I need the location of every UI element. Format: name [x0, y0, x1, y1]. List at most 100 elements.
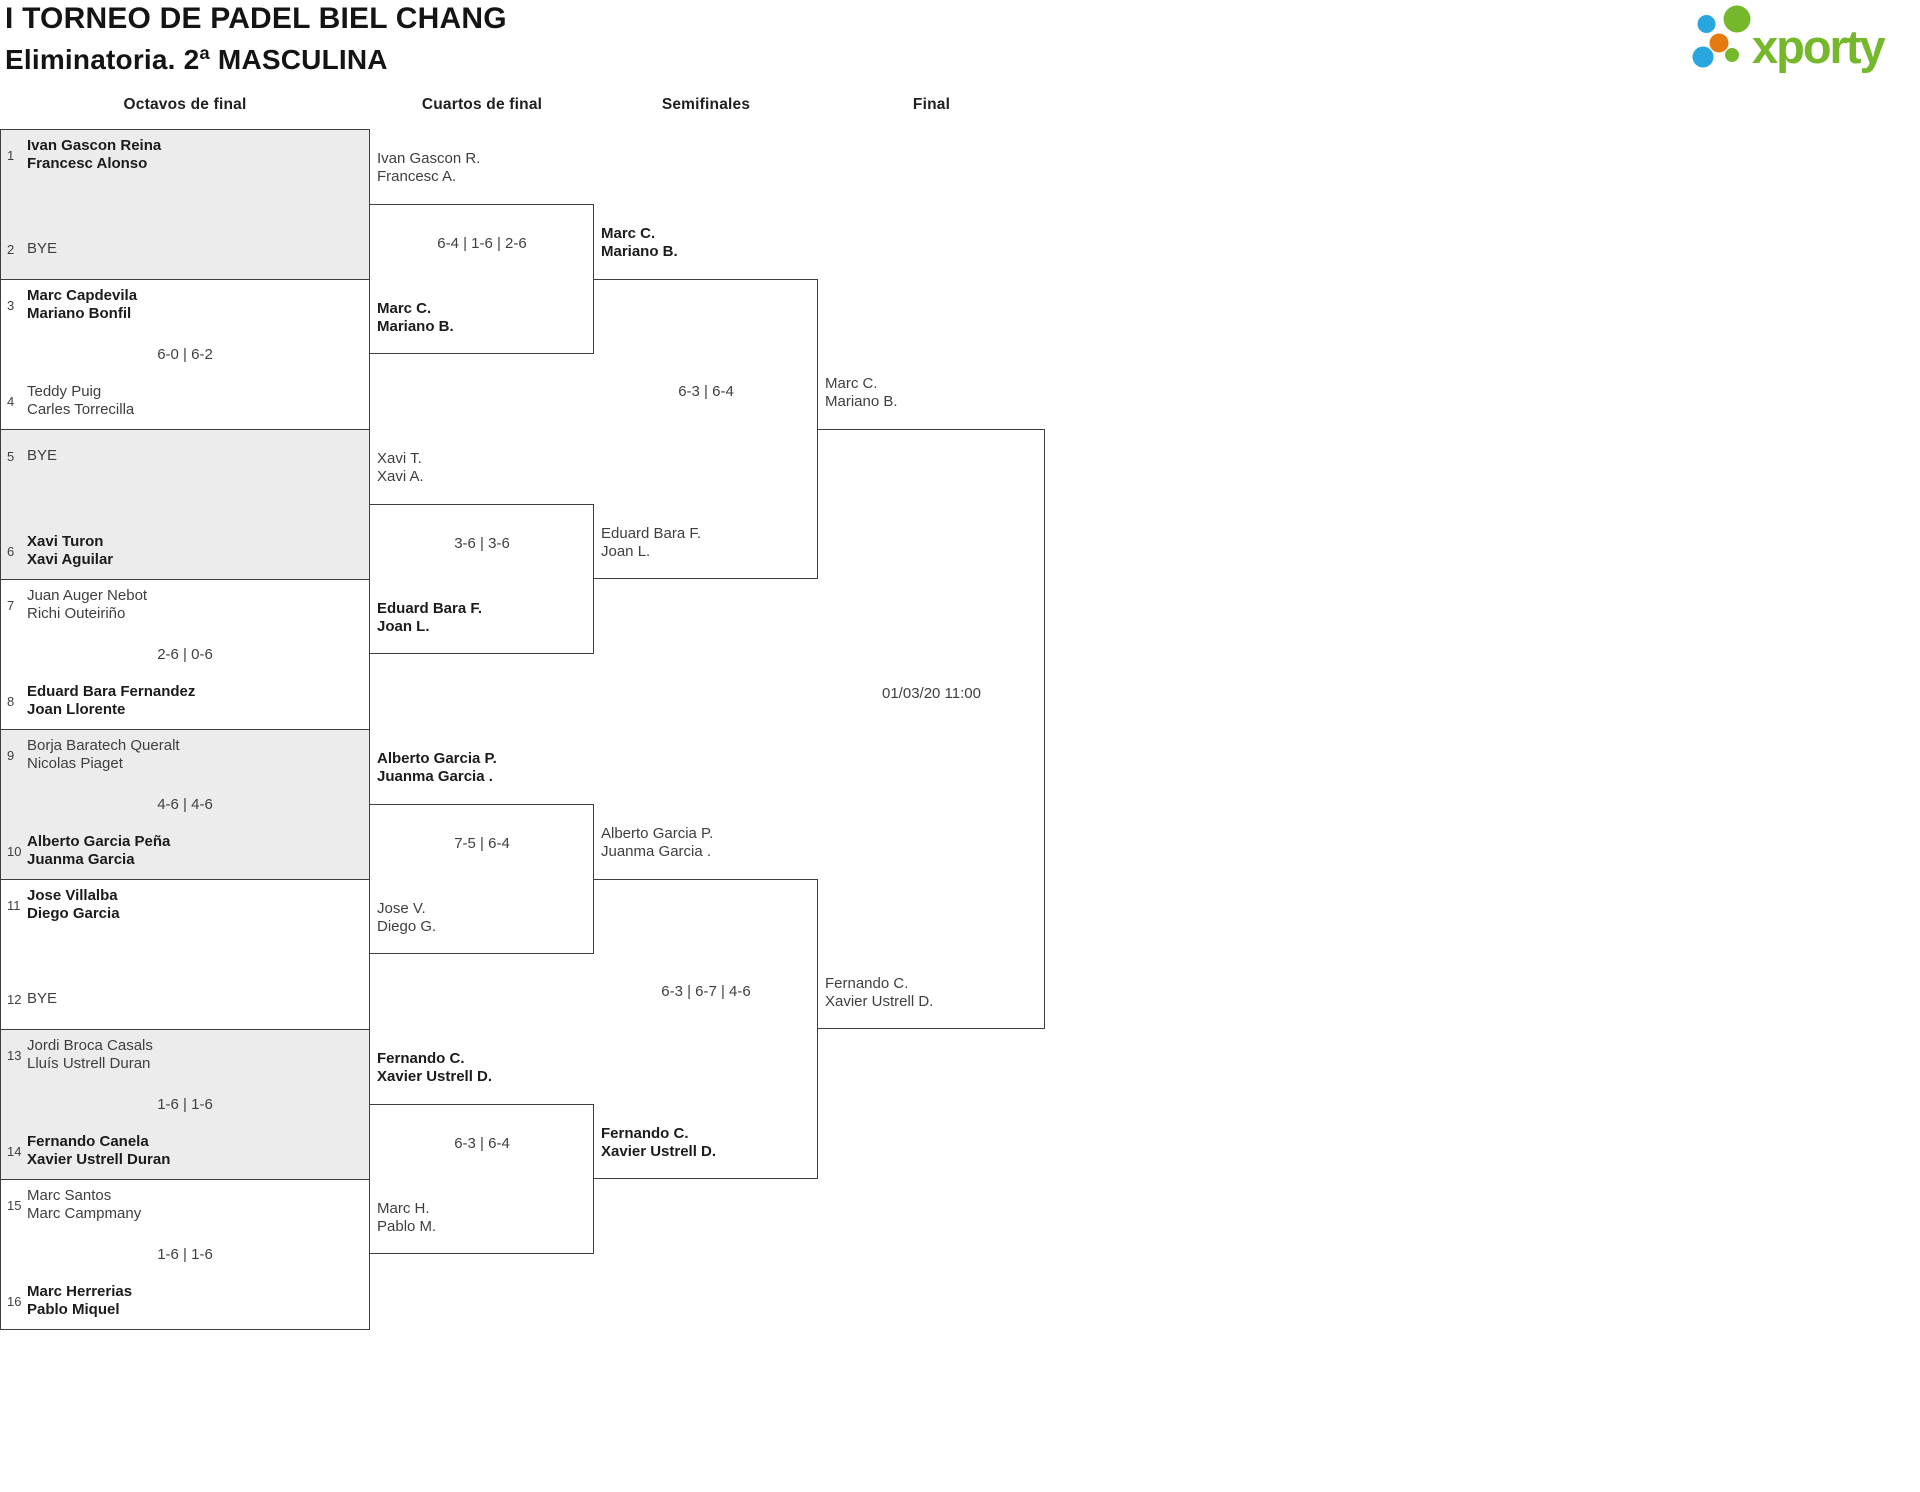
team-name-line: Jose V. — [377, 900, 426, 917]
team-name-line: Xavier Ustrell Duran — [27, 1151, 171, 1168]
seed-number: 11 — [7, 897, 21, 913]
sf1-connector — [594, 279, 818, 579]
seed-number: 6 — [7, 543, 15, 559]
team-name-line: Marc C. — [377, 300, 432, 317]
team-names: BYE — [27, 447, 365, 465]
xporty-logo[interactable]: xporty — [1690, 2, 1918, 82]
qf1-team1: Ivan Gascon R.Francesc A. — [377, 150, 591, 186]
sf2-connector — [594, 879, 818, 1179]
seed-number: 7 — [7, 597, 15, 613]
sf1-score: 6-3 | 6-4 — [678, 383, 734, 400]
seed-number: 14 — [7, 1143, 22, 1159]
team-name-line: Eduard Bara Fernandez — [27, 683, 196, 700]
seed-number: 10 — [7, 843, 22, 859]
team-name-line: Teddy Puig — [27, 383, 102, 400]
final-date: 01/03/20 11:00 — [882, 685, 981, 702]
team-name-line: Joan L. — [377, 618, 430, 635]
qf1-connector — [370, 204, 594, 354]
team-name-line: Mariano B. — [377, 318, 454, 335]
sf2-score: 6-3 | 6-7 | 4-6 — [661, 983, 751, 1000]
team-name-line: Marc C. — [825, 375, 878, 392]
column-header-cuartos: Cuartos de final — [421, 96, 543, 113]
team-name-line: Alberto Garcia Peña — [27, 833, 171, 850]
sf2-team2: Fernando C.Xavier Ustrell D. — [601, 1125, 815, 1161]
team-name-line: Alberto Garcia P. — [377, 750, 497, 767]
team-name-line: Alberto Garcia P. — [601, 825, 714, 842]
match-score: 2-6 | 0-6 — [157, 646, 213, 663]
team-name-line: Lluís Ustrell Duran — [27, 1055, 151, 1072]
team-name-line: Pablo Miquel — [27, 1301, 120, 1318]
column-header-final: Final — [912, 96, 951, 113]
team-name-line: Xavier Ustrell D. — [377, 1068, 493, 1085]
match-score: 1-6 | 1-6 — [157, 1246, 213, 1263]
team-name-line: Ivan Gascon R. — [377, 150, 481, 167]
xporty-logo-dots-icon — [1692, 5, 1751, 68]
column-header-semifinales: Semifinales — [661, 96, 751, 113]
team-entry: 2 BYE — [5, 240, 365, 258]
team-name-line: Carles Torrecilla — [27, 401, 135, 418]
team-name-line: Xavi Turon — [27, 533, 104, 550]
qf2-team2: Eduard Bara F.Joan L. — [377, 600, 591, 636]
team-name-line: Marc H. — [377, 1200, 430, 1217]
qf3-team1: Alberto Garcia P.Juanma Garcia . — [377, 750, 591, 786]
qf1-score: 6-4 | 1-6 | 2-6 — [437, 235, 527, 252]
team-name-line: Borja Baratech Queralt — [27, 737, 180, 754]
qf1-team2: Marc C.Mariano B. — [377, 300, 591, 336]
team-name-line: Francesc Alonso — [27, 155, 148, 172]
seed-number: 16 — [7, 1293, 22, 1309]
team-name-line: Juanma Garcia — [27, 851, 135, 868]
team-name-line: Jose Villalba — [27, 887, 118, 904]
final-team2: Fernando C.Xavier Ustrell D. — [825, 975, 1039, 1011]
match-score: 6-0 | 6-2 — [157, 346, 213, 363]
seed-number: 9 — [7, 747, 15, 763]
team-name-line: Mariano B. — [825, 393, 898, 410]
team-name-line: Fernando C. — [377, 1050, 465, 1067]
seed-number: 15 — [7, 1197, 22, 1213]
match-score: 4-6 | 4-6 — [157, 796, 213, 813]
qf2-team1: Xavi T.Xavi A. — [377, 450, 591, 486]
seed-number: 13 — [7, 1047, 22, 1063]
team-name-line: Xavier Ustrell D. — [601, 1143, 717, 1160]
team-name-line: Juanma Garcia . — [377, 768, 493, 785]
qf2-score: 3-6 | 3-6 — [454, 535, 510, 552]
column-header-octavos: Octavos de final — [123, 96, 247, 113]
team-name-line: Xavi Aguilar — [27, 551, 114, 568]
xporty-wordmark: xporty — [1752, 20, 1886, 73]
seed-number: 8 — [7, 693, 15, 709]
team-name-line: Marc Campmany — [27, 1205, 142, 1222]
team-names: BYE — [27, 990, 365, 1008]
seed-number: 2 — [7, 241, 15, 257]
sf1-team2: Eduard Bara F.Joan L. — [601, 525, 815, 561]
seed-number: 5 — [7, 448, 15, 464]
team-name-line: Marc C. — [601, 225, 656, 242]
team-name-line: Xavi A. — [377, 468, 424, 485]
team-name-line: Eduard Bara F. — [601, 525, 702, 542]
team-name-line: Francesc A. — [377, 168, 457, 185]
team-name-line: Pablo M. — [377, 1218, 437, 1235]
